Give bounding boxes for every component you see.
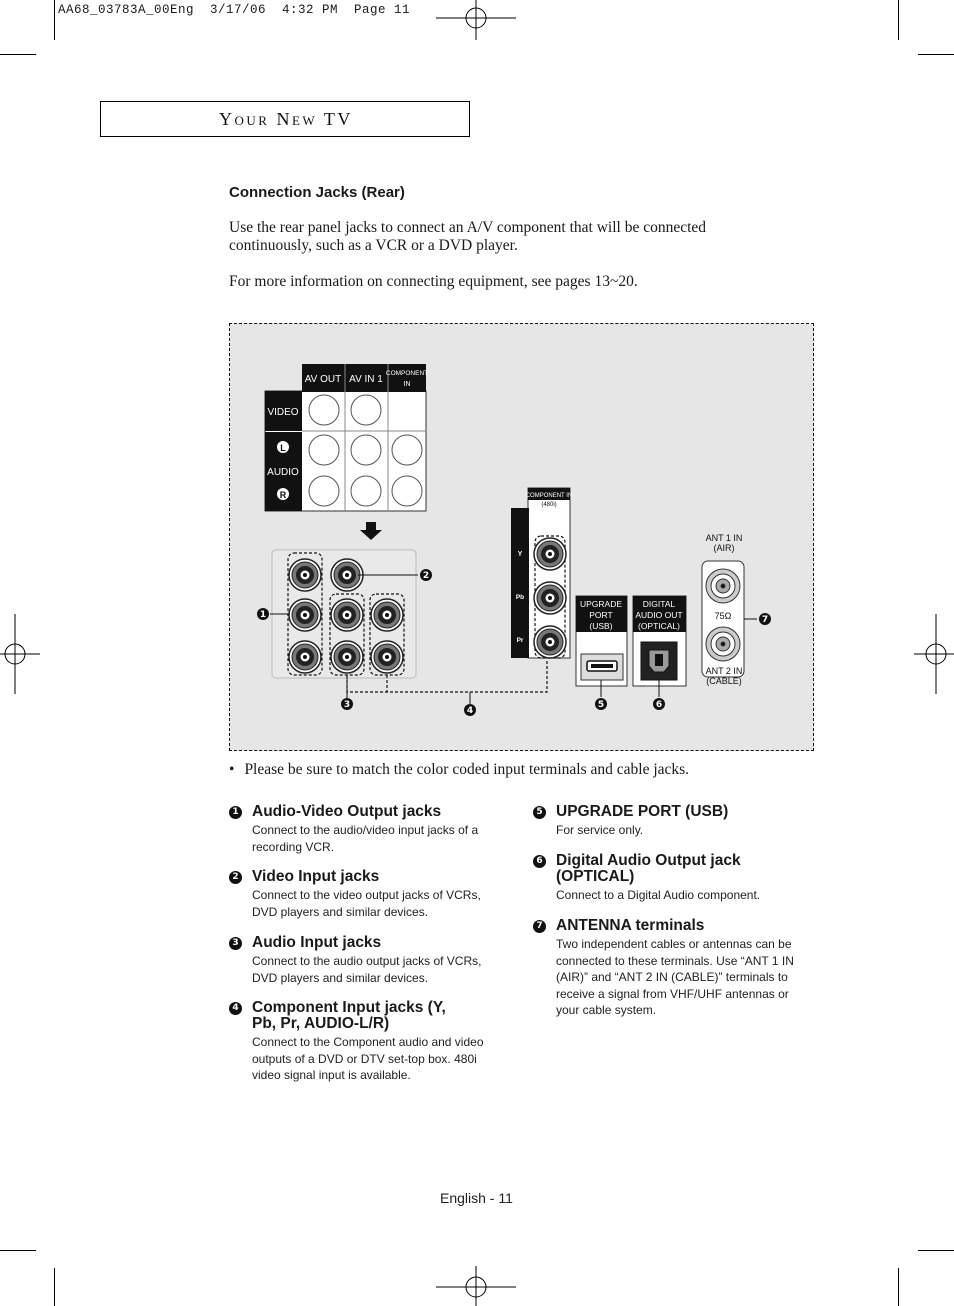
section-title-box: Your New TV: [100, 101, 470, 137]
label-video: VIDEO: [267, 407, 298, 418]
label-upgrade-1: UPGRADE: [580, 599, 622, 609]
item-digital-audio-output: 6 Digital Audio Output jack (OPTICAL) Co…: [533, 853, 813, 904]
item-title: Digital Audio Output jack (OPTICAL): [556, 852, 741, 885]
item-number: 6: [533, 855, 546, 868]
label-y: Y: [518, 551, 523, 558]
item-title: Audio-Video Output jacks: [252, 803, 442, 820]
antenna-panel: ANT 1 IN (AIR) 75Ω ANT 2 IN (CABLE): [701, 533, 745, 686]
callout-7: 7: [762, 615, 768, 625]
label-ant1-1: ANT 1 IN: [706, 533, 743, 543]
callout-1: 1: [260, 610, 266, 620]
item-audio-input: 3 Audio Input jacks Connect to the audio…: [229, 935, 494, 986]
av-jack-panel: [271, 549, 417, 679]
item-component-input: 4 Component Input jacks (Y, Pb, Pr, AUDI…: [229, 1000, 494, 1084]
color-note: • Please be sure to match the color coded…: [229, 761, 689, 779]
component-connector-line: [346, 660, 548, 693]
item-title: Component Input jacks (Y, Pb, Pr, AUDIO-…: [252, 999, 446, 1032]
label-pb: Pb: [516, 594, 524, 601]
callout-6: 6: [656, 700, 662, 710]
item-desc: Connect to the audio/video input jacks o…: [252, 823, 479, 854]
page-heading: Connection Jacks (Rear): [229, 184, 405, 201]
label-l: L: [280, 443, 286, 453]
section-title: Your New TV: [219, 109, 353, 129]
label-ant1-2: (AIR): [714, 543, 735, 553]
bullet: •: [229, 761, 235, 778]
print-header: AA68_03783A_00Eng 3/17/06 4:32 PM Page 1…: [58, 3, 411, 17]
item-audio-video-output: 1 Audio-Video Output jacks Connect to th…: [229, 804, 494, 855]
item-title: UPGRADE PORT (USB): [556, 803, 729, 820]
callout-5: 5: [598, 700, 604, 710]
item-title: Audio Input jacks: [252, 934, 382, 951]
rear-panel-illustration: AV OUT AV IN 1 COMPONENT IN VIDEO L AUDI…: [257, 364, 771, 716]
jack-label-table: AV OUT AV IN 1 COMPONENT IN VIDEO L AUDI…: [264, 364, 428, 512]
label-component-in-1: COMPONENT: [386, 370, 428, 377]
item-number: 7: [533, 920, 546, 933]
registration-mark-right-icon: [914, 614, 954, 694]
item-number: 5: [533, 806, 546, 819]
label-r: R: [280, 490, 287, 500]
label-upgrade-2: PORT: [589, 610, 612, 620]
callout-4: 4: [467, 706, 473, 716]
item-desc: Two independent cables or antennas can b…: [556, 937, 794, 1017]
rear-panel-diagram: AV OUT AV IN 1 COMPONENT IN VIDEO L AUDI…: [229, 323, 814, 751]
registration-mark-bottom-icon: [436, 1266, 516, 1306]
item-number: 2: [229, 871, 242, 884]
more-info-text: For more information on connecting equip…: [229, 273, 638, 290]
item-desc: Connect to the audio output jacks of VCR…: [252, 954, 482, 985]
label-ant2-2: (CABLE): [706, 676, 742, 686]
label-digital-2: AUDIO OUT: [635, 610, 682, 620]
item-desc: For service only.: [556, 823, 644, 837]
label-digital-1: DIGITAL: [643, 599, 676, 609]
label-comp480-2: (480i): [541, 502, 556, 508]
label-upgrade-3: (USB): [589, 621, 612, 631]
callout-2: 2: [423, 571, 429, 581]
item-number: 4: [229, 1002, 242, 1015]
item-upgrade-port: 5 UPGRADE PORT (USB) For service only.: [533, 804, 813, 839]
label-av-out: AV OUT: [305, 374, 341, 385]
component-480-panel: COMPONENT IN (480i) Y Pb Pr: [511, 487, 573, 659]
label-pr: Pr: [517, 637, 524, 644]
label-ant2-1: ANT 2 IN: [706, 666, 743, 676]
item-desc: Connect to the Component audio and video…: [252, 1035, 484, 1082]
digital-audio-panel: DIGITAL AUDIO OUT (OPTICAL): [632, 595, 687, 687]
intro-text: Use the rear panel jacks to connect an A…: [229, 219, 707, 254]
callout-3: 3: [344, 700, 350, 710]
label-comp480-1: COMPONENT IN: [526, 493, 573, 499]
registration-mark-left-icon: [0, 614, 40, 694]
item-antenna-terminals: 7 ANTENNA terminals Two independent cabl…: [533, 918, 813, 1019]
registration-mark-top-icon: [436, 0, 516, 40]
item-desc: Connect to the video output jacks of VCR…: [252, 888, 481, 919]
label-component-in-2: IN: [404, 381, 411, 388]
item-video-input: 2 Video Input jacks Connect to the video…: [229, 869, 494, 920]
item-title: ANTENNA terminals: [556, 917, 705, 934]
item-number: 3: [229, 937, 242, 950]
label-audio: AUDIO: [267, 467, 299, 478]
label-ohm: 75Ω: [715, 611, 732, 621]
label-digital-3: (OPTICAL): [638, 621, 680, 631]
item-desc: Connect to a Digital Audio component.: [556, 888, 761, 902]
upgrade-port-panel: UPGRADE PORT (USB): [575, 595, 628, 687]
item-number: 1: [229, 806, 242, 819]
color-note-text: Please be sure to match the color coded …: [244, 761, 690, 778]
down-arrow-icon: [360, 522, 382, 540]
label-av-in: AV IN 1: [349, 374, 383, 385]
item-title: Video Input jacks: [252, 868, 380, 885]
page-footer: English - 11: [440, 1190, 513, 1206]
